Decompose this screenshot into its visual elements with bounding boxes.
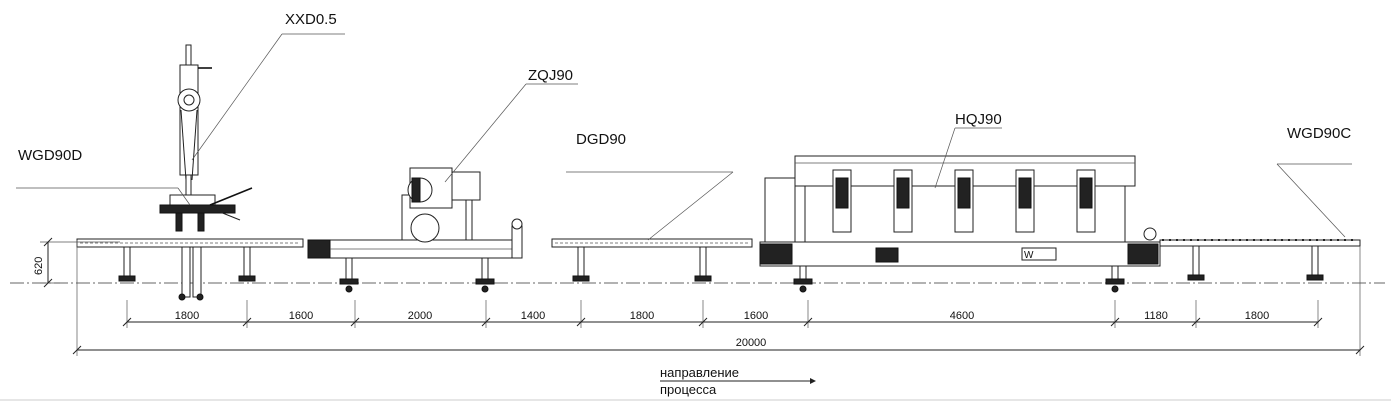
zqj90-machine: [307, 167, 523, 293]
dimension-segment: 1600: [289, 310, 313, 322]
dimension-segment: 1800: [1245, 310, 1269, 322]
wgd90d-machine: [76, 44, 304, 301]
leader-lines: [16, 33, 1352, 241]
height-dimension: [40, 237, 120, 288]
dimension-segment: 1400: [521, 310, 545, 322]
dimension-segment: 1800: [175, 310, 199, 322]
segment-dimension-chain: [122, 300, 1323, 328]
direction-text-line1: направление: [660, 365, 739, 380]
dimension-segment: 2000: [408, 310, 432, 322]
label-wgd90d: WGD90D: [18, 147, 82, 164]
hqj90-machine: W: [759, 155, 1161, 293]
label-hqj90: HQJ90: [955, 111, 1002, 128]
label-xxd05: XXD0.5: [285, 11, 337, 28]
dimension-total: 20000: [736, 337, 767, 349]
dgd90-machine: [551, 238, 753, 282]
dimension-segment: 1800: [630, 310, 654, 322]
wgd90c-machine: [1159, 239, 1361, 281]
direction-text-line2: процесса: [660, 382, 717, 397]
total-dimension-line: [72, 240, 1365, 356]
label-dgd90: DGD90: [576, 131, 626, 148]
label-wgd90c: WGD90C: [1287, 125, 1351, 142]
dimension-segment: 4600: [950, 310, 974, 322]
svg-text:W: W: [1024, 250, 1034, 261]
dimension-620: 620: [33, 257, 45, 275]
dimension-segment: 1600: [744, 310, 768, 322]
label-zqj90: ZQJ90: [528, 67, 573, 84]
dimension-segment: 1180: [1144, 310, 1168, 322]
